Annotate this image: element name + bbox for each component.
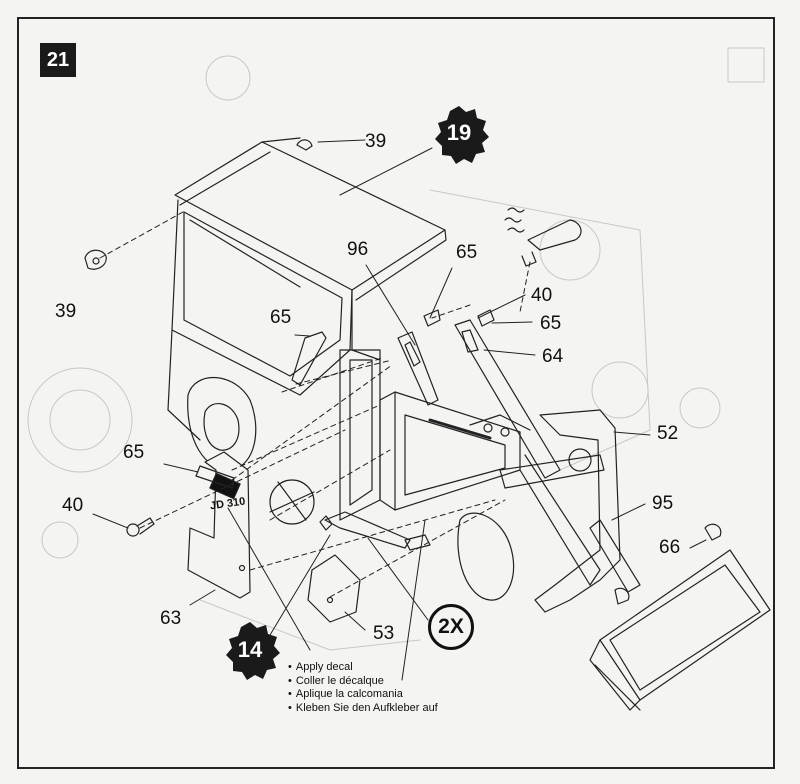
part-53 (307, 554, 361, 623)
step-number-badge: 21 (40, 43, 76, 77)
part-label: 65 (540, 313, 562, 334)
rams-95 (319, 511, 431, 551)
instruction-fr: Coller le décalque (288, 675, 438, 689)
decal-instructions: Apply decal Coller le décalque Aplique l… (288, 661, 438, 715)
instruction-de: Kleben Sie den Aufkleber auf (288, 702, 438, 716)
quantity-marker: 2X (428, 604, 474, 650)
assembly-guides (99, 211, 531, 598)
instruction-en: Apply decal (288, 661, 438, 675)
front-wheel (457, 512, 515, 601)
part-label: 40 (62, 495, 84, 516)
reference-badge-19: 19 (446, 120, 472, 145)
svg-text:JD 310: JD 310 (209, 496, 246, 513)
part-label: 96 (347, 239, 369, 260)
part-label: 65 (270, 307, 292, 328)
part-label: 65 (123, 442, 145, 463)
ghost-background (27, 47, 765, 651)
ref-badge-shapes (226, 106, 489, 680)
part-label: 52 (657, 423, 679, 444)
knob-39 (84, 139, 313, 270)
part-label: 64 (542, 346, 564, 367)
pin-40 (126, 517, 155, 537)
rear-wheel (187, 377, 257, 471)
decal-preview (269, 479, 315, 525)
bucket (589, 523, 771, 711)
part-label: 63 (160, 608, 182, 629)
brackets-65 (195, 309, 495, 489)
leader-lines (92, 139, 707, 681)
part-label: 66 (659, 537, 681, 558)
part-label: 40 (531, 285, 553, 306)
part-label: 39 (55, 301, 77, 322)
part-label: 39 (365, 131, 387, 152)
part-label: 95 (652, 493, 674, 514)
work-lamp (504, 207, 582, 267)
loader-arms-52 (499, 409, 621, 613)
lift-cylinders (397, 319, 641, 593)
loader-frame (339, 349, 531, 521)
part-label: 53 (373, 623, 395, 644)
reference-badge-14: 14 (237, 637, 263, 662)
instruction-es: Aplique la calcomania (288, 688, 438, 702)
part-label: 65 (456, 242, 478, 263)
page-border (17, 17, 775, 769)
